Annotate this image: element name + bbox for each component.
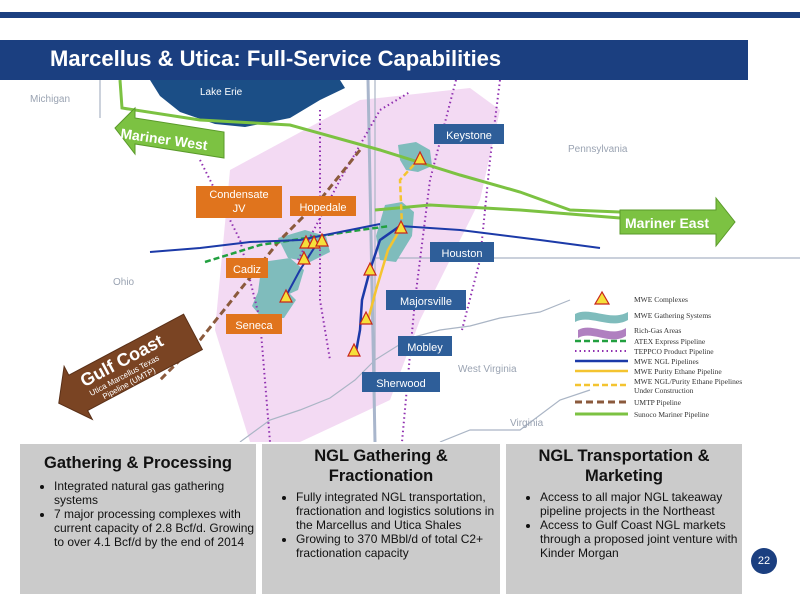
svg-text:Hopedale: Hopedale [299, 202, 346, 214]
panel-ngl-transportation-marketing: NGL Transportation & Marketing Access to… [506, 444, 742, 594]
svg-text:TEPPCO Product Pipeline: TEPPCO Product Pipeline [634, 347, 714, 356]
svg-text:Mobley: Mobley [407, 342, 443, 354]
panel-title-ngl-gathering: NGL Gathering & Fractionation [314, 447, 448, 485]
mariner-east-pipeline [374, 203, 621, 220]
ethane-pipeline [366, 225, 404, 321]
legend-rich-gas-icon [578, 327, 626, 340]
state-borders [99, 80, 800, 442]
list-item: 7 major processing complexes with curren… [54, 507, 256, 549]
svg-text:UMTP Pipeline: UMTP Pipeline [634, 398, 682, 407]
teppco-pipeline-1 [199, 159, 271, 442]
svg-text:MWE Gathering Systems: MWE Gathering Systems [634, 311, 711, 320]
svg-text:Condensate: Condensate [209, 189, 268, 201]
callout-houston: Houston [430, 242, 494, 262]
complex-seneca-icon [279, 288, 293, 303]
callout-hopedale: Hopedale [290, 196, 356, 216]
callout-condensate-jv: Condensate JV [196, 186, 282, 218]
complex-houston-icon [394, 219, 408, 234]
region-virginia: Virginia [510, 418, 544, 429]
complex-keystone-icon [413, 150, 427, 165]
svg-text:MWE Complexes: MWE Complexes [634, 295, 688, 304]
region-michigan: Michigan [30, 94, 70, 105]
teppco-pipeline-4 [461, 80, 501, 331]
complex-sherwood-icon [347, 342, 361, 357]
region-ohio: Ohio [113, 277, 135, 288]
legend-complex-icon [593, 290, 611, 305]
region-lake-erie: Lake Erie [200, 87, 243, 98]
complex-hopedale-3-icon [315, 232, 329, 247]
gulf-coast-arrow: Gulf Coast Utica Marcellus Texas Pipelin… [58, 313, 204, 421]
mariner-west-arrow: Mariner West [114, 106, 225, 159]
callout-mobley: Mobley [398, 336, 452, 356]
svg-text:Cadiz: Cadiz [233, 264, 261, 276]
callout-seneca: Seneca [226, 314, 282, 334]
rich-gas-area [215, 88, 500, 442]
legend: MWE Complexes MWE Gathering Systems Rich… [575, 290, 742, 419]
list-item: Access to Gulf Coast NGL markets through… [540, 518, 742, 560]
svg-text:ATEX Express Pipeline: ATEX Express Pipeline [634, 337, 706, 346]
mariner-east-label: Mariner East [625, 215, 709, 231]
svg-text:JV: JV [233, 203, 247, 215]
complex-majorsville-icon [363, 261, 377, 276]
svg-text:Seneca: Seneca [235, 320, 273, 332]
panel-list-ngl-transportation: Access to all major NGL takeaway pipelin… [506, 490, 742, 560]
ngl-pipeline-east [399, 225, 601, 249]
panel-title-ngl-transportation: NGL Transportation & Marketing [538, 447, 710, 485]
panel-gathering-processing: Gathering & Processing Integrated natura… [20, 444, 256, 594]
svg-text:Sherwood: Sherwood [376, 378, 426, 390]
title-banner: Marcellus & Utica: Full-Service Capabili… [0, 40, 748, 80]
ngl-pipeline-seneca [285, 241, 319, 297]
gathering-system-cadiz [258, 258, 304, 300]
svg-text:Rich-Gas Areas: Rich-Gas Areas [634, 326, 681, 335]
list-item: Access to all major NGL takeaway pipelin… [540, 490, 742, 518]
svg-text:Sunoco Mariner Pipeline: Sunoco Mariner Pipeline [634, 410, 710, 419]
ngl-pipeline-trunk [354, 224, 401, 353]
page-number: 22 [751, 548, 777, 574]
list-item: Fully integrated NGL transportation, fra… [296, 490, 500, 532]
svg-text:Under Construction: Under Construction [634, 386, 694, 395]
panel-list-gathering: Integrated natural gas gathering systems… [20, 479, 256, 549]
mariner-east-arrow: Mariner East [619, 196, 736, 248]
ngl-pipeline-west [149, 223, 381, 253]
legend-gathering-icon [575, 311, 628, 324]
page-title: Marcellus & Utica: Full-Service Capabili… [50, 46, 502, 71]
callout-keystone: Keystone [434, 124, 504, 144]
list-item: Growing to 370 MBbl/d of total C2+ fract… [296, 532, 500, 560]
callout-sherwood: Sherwood [362, 372, 440, 392]
list-item: Integrated natural gas gathering systems [54, 479, 256, 507]
svg-text:Houston: Houston [442, 248, 483, 260]
complex-cadiz-icon [297, 250, 311, 265]
teppco-pipeline-5 [319, 110, 331, 361]
callout-cadiz: Cadiz [226, 258, 268, 278]
panel-list-ngl-gathering: Fully integrated NGL transportation, fra… [262, 490, 500, 560]
svg-text:Keystone: Keystone [446, 130, 492, 142]
top-rule [0, 12, 800, 18]
svg-text:Majorsville: Majorsville [400, 296, 452, 308]
mwe-complexes [279, 150, 427, 357]
region-pennsylvania: Pennsylvania [568, 144, 628, 155]
ethane-pipeline-under-construction [398, 157, 421, 227]
lake-erie [150, 80, 345, 127]
svg-text:MWE NGL Pipelines: MWE NGL Pipelines [634, 357, 699, 366]
map: Mariner West Mariner East Gulf Coast Uti… [30, 80, 800, 442]
svg-text:MWE Purity Ethane Pipeline: MWE Purity Ethane Pipeline [634, 367, 722, 376]
complex-mobley-icon [359, 310, 373, 325]
region-west-virginia: West Virginia [458, 364, 517, 375]
panel-title-gathering: Gathering & Processing [44, 454, 232, 472]
panel-ngl-gathering-fractionation: NGL Gathering & Fractionation Fully inte… [262, 444, 500, 594]
mariner-west-pipeline [118, 80, 621, 214]
svg-text:MWE NGL/Purity Ethane Pipeline: MWE NGL/Purity Ethane Pipelines [634, 377, 742, 386]
callout-majorsville: Majorsville [386, 290, 466, 310]
